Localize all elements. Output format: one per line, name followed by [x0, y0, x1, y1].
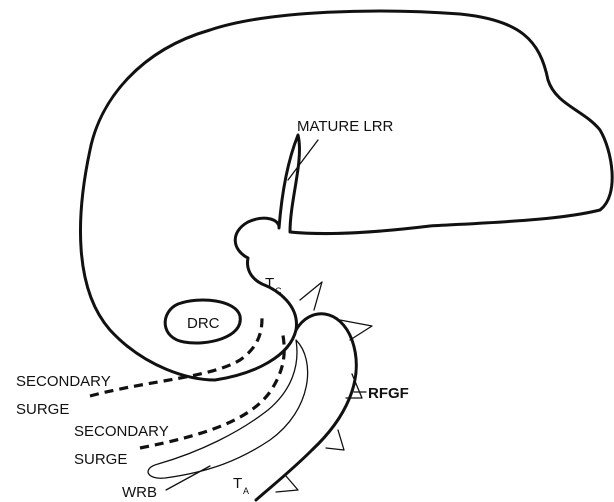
label-rfgf: RFGF: [368, 385, 409, 402]
wrb-leader: [166, 466, 210, 490]
label-secondary-surge-2-line1: SECONDARY: [74, 423, 169, 440]
label-ta-subscript: A: [243, 486, 249, 496]
label-secondary-surge-1-line1: SECONDARY: [16, 373, 111, 390]
label-wrb: WRB: [122, 484, 157, 501]
gust-front-tooth: [340, 320, 372, 340]
label-secondary-surge-1-line2: SURGE: [16, 401, 69, 418]
wrb-outline: [148, 340, 308, 478]
label-tc-subscript: C: [275, 286, 282, 296]
storm-echo-outline: [80, 11, 612, 380]
gust-front-tooth: [300, 282, 322, 310]
label-drc: DRC: [187, 315, 220, 332]
label-tc: T: [265, 275, 274, 292]
label-mature-lrr: MATURE LRR: [297, 118, 394, 135]
label-secondary-surge-2-line2: SURGE: [74, 451, 127, 468]
label-ta: T: [233, 475, 242, 492]
